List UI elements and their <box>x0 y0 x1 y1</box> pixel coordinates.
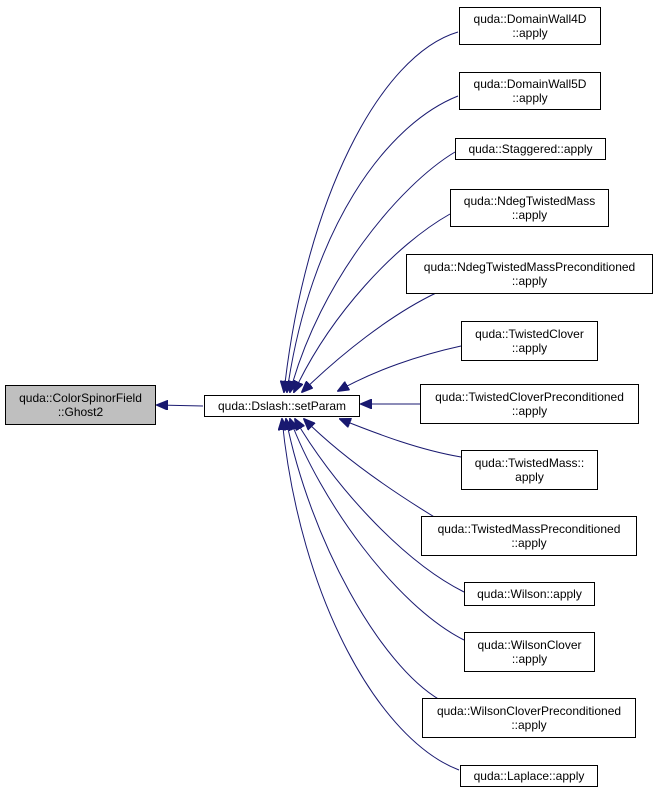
node-staggered-apply[interactable]: quda::Staggered::apply <box>455 138 606 160</box>
node-label-line2: ::apply <box>511 208 548 222</box>
root-node-colorspinorfield-ghost2: quda::ColorSpinorField ::Ghost2 <box>5 385 156 425</box>
node-label-line1: quda::DomainWall5D <box>473 77 587 91</box>
node-label-line1: quda::Wilson::apply <box>477 587 582 601</box>
call-edge-8 <box>304 419 437 519</box>
node-label-line1: quda::WilsonClover <box>477 638 582 652</box>
node-label-line1: quda::TwistedCloverPreconditioned <box>435 390 624 404</box>
node-ndegtwistedmass-apply[interactable]: quda::NdegTwistedMass ::apply <box>450 189 609 227</box>
call-edge-5 <box>338 345 462 391</box>
node-label-line2: ::apply <box>511 536 547 550</box>
node-label-line1: quda::WilsonCloverPreconditioned <box>436 704 622 718</box>
call-edge-11 <box>286 419 441 701</box>
node-laplace-apply[interactable]: quda::Laplace::apply <box>460 765 598 787</box>
node-twistedcloverpreconditioned-apply[interactable]: quda::TwistedCloverPreconditioned ::appl… <box>420 384 639 424</box>
call-edge-12 <box>282 419 460 771</box>
call-edge-0 <box>284 31 459 392</box>
node-label-line2: ::apply <box>512 91 548 105</box>
call-edge-4 <box>302 292 437 392</box>
call-edge-2 <box>290 151 456 392</box>
node-label-line1: quda::TwistedClover <box>475 327 584 341</box>
node-label-line2: ::apply <box>511 274 548 288</box>
node-label-line2: ::apply <box>511 718 547 732</box>
node-label-line1: quda::Staggered::apply <box>468 142 593 156</box>
call-edge-1 <box>287 95 459 392</box>
node-dslash-setparam-label: quda::Dslash::setParam <box>217 399 347 413</box>
node-wilsoncloverpreconditioned-apply[interactable]: quda::WilsonCloverPreconditioned ::apply <box>422 698 636 738</box>
node-label-line1: quda::NdegTwistedMassPreconditioned <box>423 260 636 274</box>
node-label-line2: ::apply <box>511 404 548 418</box>
call-edge-9 <box>295 419 465 593</box>
node-twistedclover-apply[interactable]: quda::TwistedClover ::apply <box>461 321 598 361</box>
call-edge-7 <box>340 419 462 458</box>
node-label-line2: apply <box>515 470 544 484</box>
node-twistedmass-apply[interactable]: quda::TwistedMass:: apply <box>461 450 598 490</box>
node-ndegtwistedmasspreconditioned-apply[interactable]: quda::NdegTwistedMassPreconditioned ::ap… <box>406 254 653 294</box>
node-wilson-apply[interactable]: quda::Wilson::apply <box>464 582 595 606</box>
root-node-label-line2: ::Ghost2 <box>57 405 104 419</box>
node-label-line1: quda::DomainWall4D <box>473 12 587 26</box>
node-label-line1: quda::TwistedMass:: <box>474 456 585 470</box>
root-node-label-line1: quda::ColorSpinorField <box>19 391 142 405</box>
node-label-line1: quda::Laplace::apply <box>473 769 585 783</box>
node-label-line2: ::apply <box>512 26 548 40</box>
node-label-line2: ::apply <box>511 652 548 666</box>
node-dslash-setparam[interactable]: quda::Dslash::setParam <box>204 395 360 417</box>
call-edge-3 <box>294 213 451 392</box>
node-label-line1: quda::NdegTwistedMass <box>463 194 596 208</box>
node-wilsonclover-apply[interactable]: quda::WilsonClover ::apply <box>464 632 595 672</box>
node-twistedmasspreconditioned-apply[interactable]: quda::TwistedMassPreconditioned ::apply <box>421 516 637 556</box>
node-label-line2: ::apply <box>511 341 548 355</box>
node-label-line1: quda::TwistedMassPreconditioned <box>437 522 621 536</box>
node-domainwall5d-apply[interactable]: quda::DomainWall5D ::apply <box>459 72 601 110</box>
node-domainwall4d-apply[interactable]: quda::DomainWall4D ::apply <box>459 7 601 45</box>
call-edge-10 <box>290 419 465 641</box>
call-edge-13 <box>157 405 204 406</box>
